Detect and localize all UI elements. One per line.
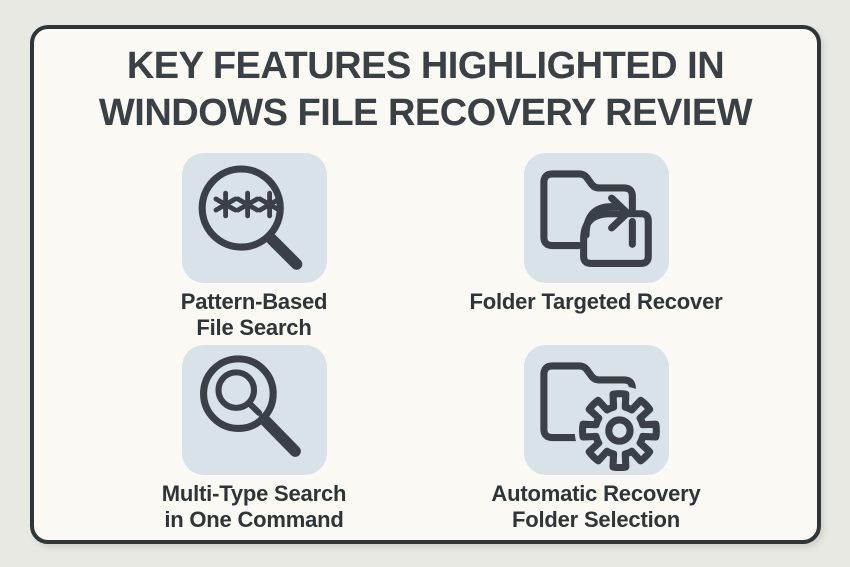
- feature-automatic-recovery-folder: Automatic Recovery Folder Selection: [446, 345, 746, 533]
- feature-label: Multi-Type Search in One Command: [161, 481, 347, 532]
- feature-pattern-based-file-search: Pattern-Based File Search: [104, 153, 404, 341]
- feature-folder-targeted-recover: Folder Targeted Recover: [446, 153, 746, 315]
- feature-label: Folder Targeted Recover: [469, 289, 723, 314]
- feature-label: Automatic Recovery Folder Selection: [491, 481, 701, 532]
- icon-tile: [523, 345, 669, 475]
- title-line-2: WINDOWS FILE RECOVERY REVIEW: [98, 92, 753, 134]
- icon-tile: [181, 345, 327, 475]
- magnifier-asterisks-icon: [198, 165, 303, 270]
- icon-tile: [181, 153, 327, 283]
- infographic-card: KEY FEATURES HIGHLIGHTED IN WINDOWS FILE…: [30, 25, 821, 544]
- magnifier-in-magnifier-icon: [200, 355, 301, 457]
- icon-tile: [523, 153, 669, 283]
- folder-gear-icon: [540, 362, 665, 474]
- title-line-1: KEY FEATURES HIGHLIGHTED IN: [126, 45, 725, 87]
- feature-multi-type-search: Multi-Type Search in One Command: [104, 345, 404, 533]
- folder-arrow-icon: [540, 170, 652, 267]
- feature-label: Pattern-Based File Search: [180, 289, 328, 340]
- infographic-title: KEY FEATURES HIGHLIGHTED IN WINDOWS FILE…: [34, 43, 817, 137]
